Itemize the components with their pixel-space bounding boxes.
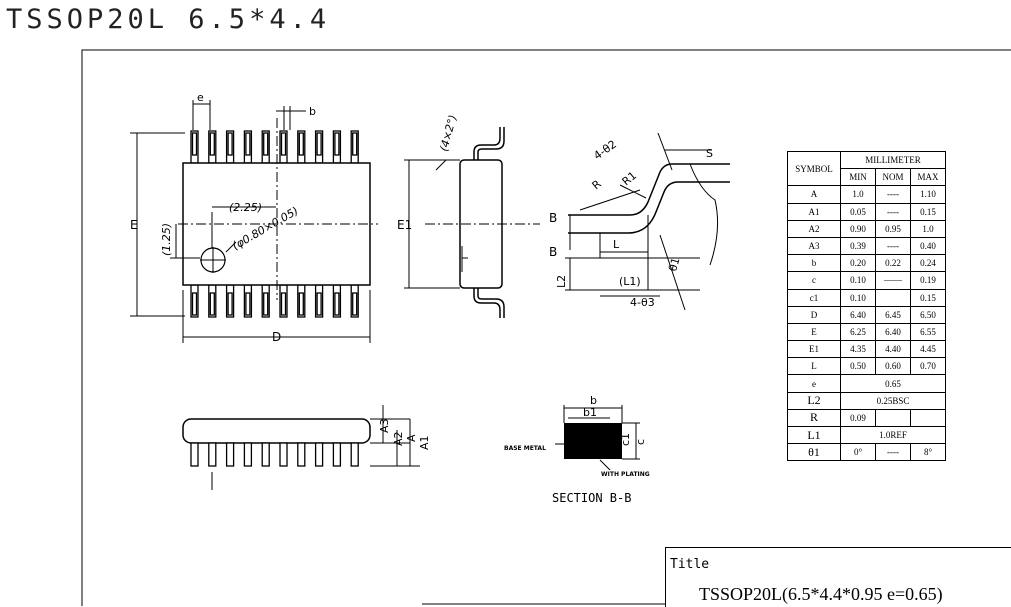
pin-inner [280, 132, 287, 156]
pin [350, 442, 359, 467]
dim-R1: R1 [620, 169, 640, 188]
lead-top [473, 127, 501, 160]
section-base-metal [568, 427, 618, 455]
package-body-front [182, 418, 371, 444]
dim-D: D [272, 330, 281, 344]
table-col-max: MAX [910, 168, 946, 187]
pin [261, 442, 270, 467]
dim-theta1: θ1 [666, 256, 682, 273]
dim-125: (1.25) [160, 223, 173, 256]
pin-inner [191, 132, 198, 156]
table-header-unit: MILLIMETER [840, 150, 946, 170]
pin [314, 442, 324, 467]
dim-S: S [706, 147, 713, 160]
dim-angle2: (4×2°) [437, 113, 459, 152]
pin-inner [334, 132, 340, 156]
dim-sec-c1: c1 [619, 433, 632, 446]
dim-A: A [405, 434, 418, 442]
pin-inner [263, 292, 269, 316]
dim-A1: A1 [418, 435, 431, 450]
dim-L: L [613, 238, 620, 251]
front-pins [190, 442, 359, 467]
pin-inner [209, 292, 215, 316]
label-base-metal: BASE METAL [504, 445, 546, 452]
dim-theta3: 4-θ3 [630, 296, 655, 309]
dim-sec-b: b [590, 394, 597, 407]
pin-inner [191, 292, 198, 316]
pin-inner [227, 292, 233, 316]
dim-A2: A2 [392, 431, 405, 446]
top-pins-top [190, 130, 359, 164]
pin [208, 442, 217, 467]
dim-E: E [130, 218, 138, 232]
pin-inner [316, 292, 322, 316]
title-name: TSSOP20L(6.5*4.4*0.95 e=0.65) [699, 584, 943, 604]
top-pins-bottom [190, 284, 359, 318]
dim-225: (2.25) [229, 201, 262, 214]
pin-inner [280, 292, 287, 316]
dim-R: R [590, 177, 604, 192]
pin-inner [209, 132, 215, 156]
dim-L2: L2 [555, 275, 568, 288]
pin [332, 442, 342, 467]
dim-theta2: 4-θ2 [591, 138, 619, 163]
lead-detail-bottom [568, 181, 730, 234]
pin-inner [352, 132, 358, 156]
pin [225, 442, 235, 467]
title-label: Title [670, 557, 710, 572]
pin [190, 442, 199, 467]
pin [243, 442, 253, 467]
dim-b: b [309, 105, 316, 118]
pin-inner [352, 292, 358, 316]
dim-B-top: B [549, 211, 557, 225]
label-with-plating: WITH PLATING [601, 471, 650, 478]
dim-B-bot: B [549, 245, 557, 259]
page-title: TSSOP20L 6.5*4.4 [6, 4, 331, 35]
pin-inner [316, 132, 322, 156]
table-col-min: MIN [840, 168, 876, 187]
pin-inner [263, 132, 269, 156]
pin-inner [245, 292, 251, 316]
pin-inner [334, 292, 340, 316]
drawing-frame [81, 49, 1011, 606]
pin-inner [227, 132, 233, 156]
pin [279, 442, 288, 467]
lead-bottom [473, 288, 501, 318]
dim-E1: E1 [397, 218, 412, 232]
table-col-nom: NOM [875, 168, 911, 187]
pin-inner [298, 292, 304, 316]
dim-sec-c: c [634, 439, 647, 445]
label-section: SECTION B-B [552, 491, 631, 505]
lead-detail-top [568, 163, 730, 216]
pin [297, 442, 306, 467]
pin-inner [245, 132, 251, 156]
table-header-symbol: SYMBOL [787, 150, 841, 187]
pin-inner [298, 132, 304, 156]
dim-e: e [197, 91, 204, 104]
title-block: Title TSSOP20L(6.5*4.4*0.95 e=0.65) [665, 547, 1011, 607]
dim-L1: (L1) [619, 275, 641, 288]
dim-A3: A3 [378, 418, 391, 433]
dim-sec-b1: b1 [583, 406, 597, 419]
